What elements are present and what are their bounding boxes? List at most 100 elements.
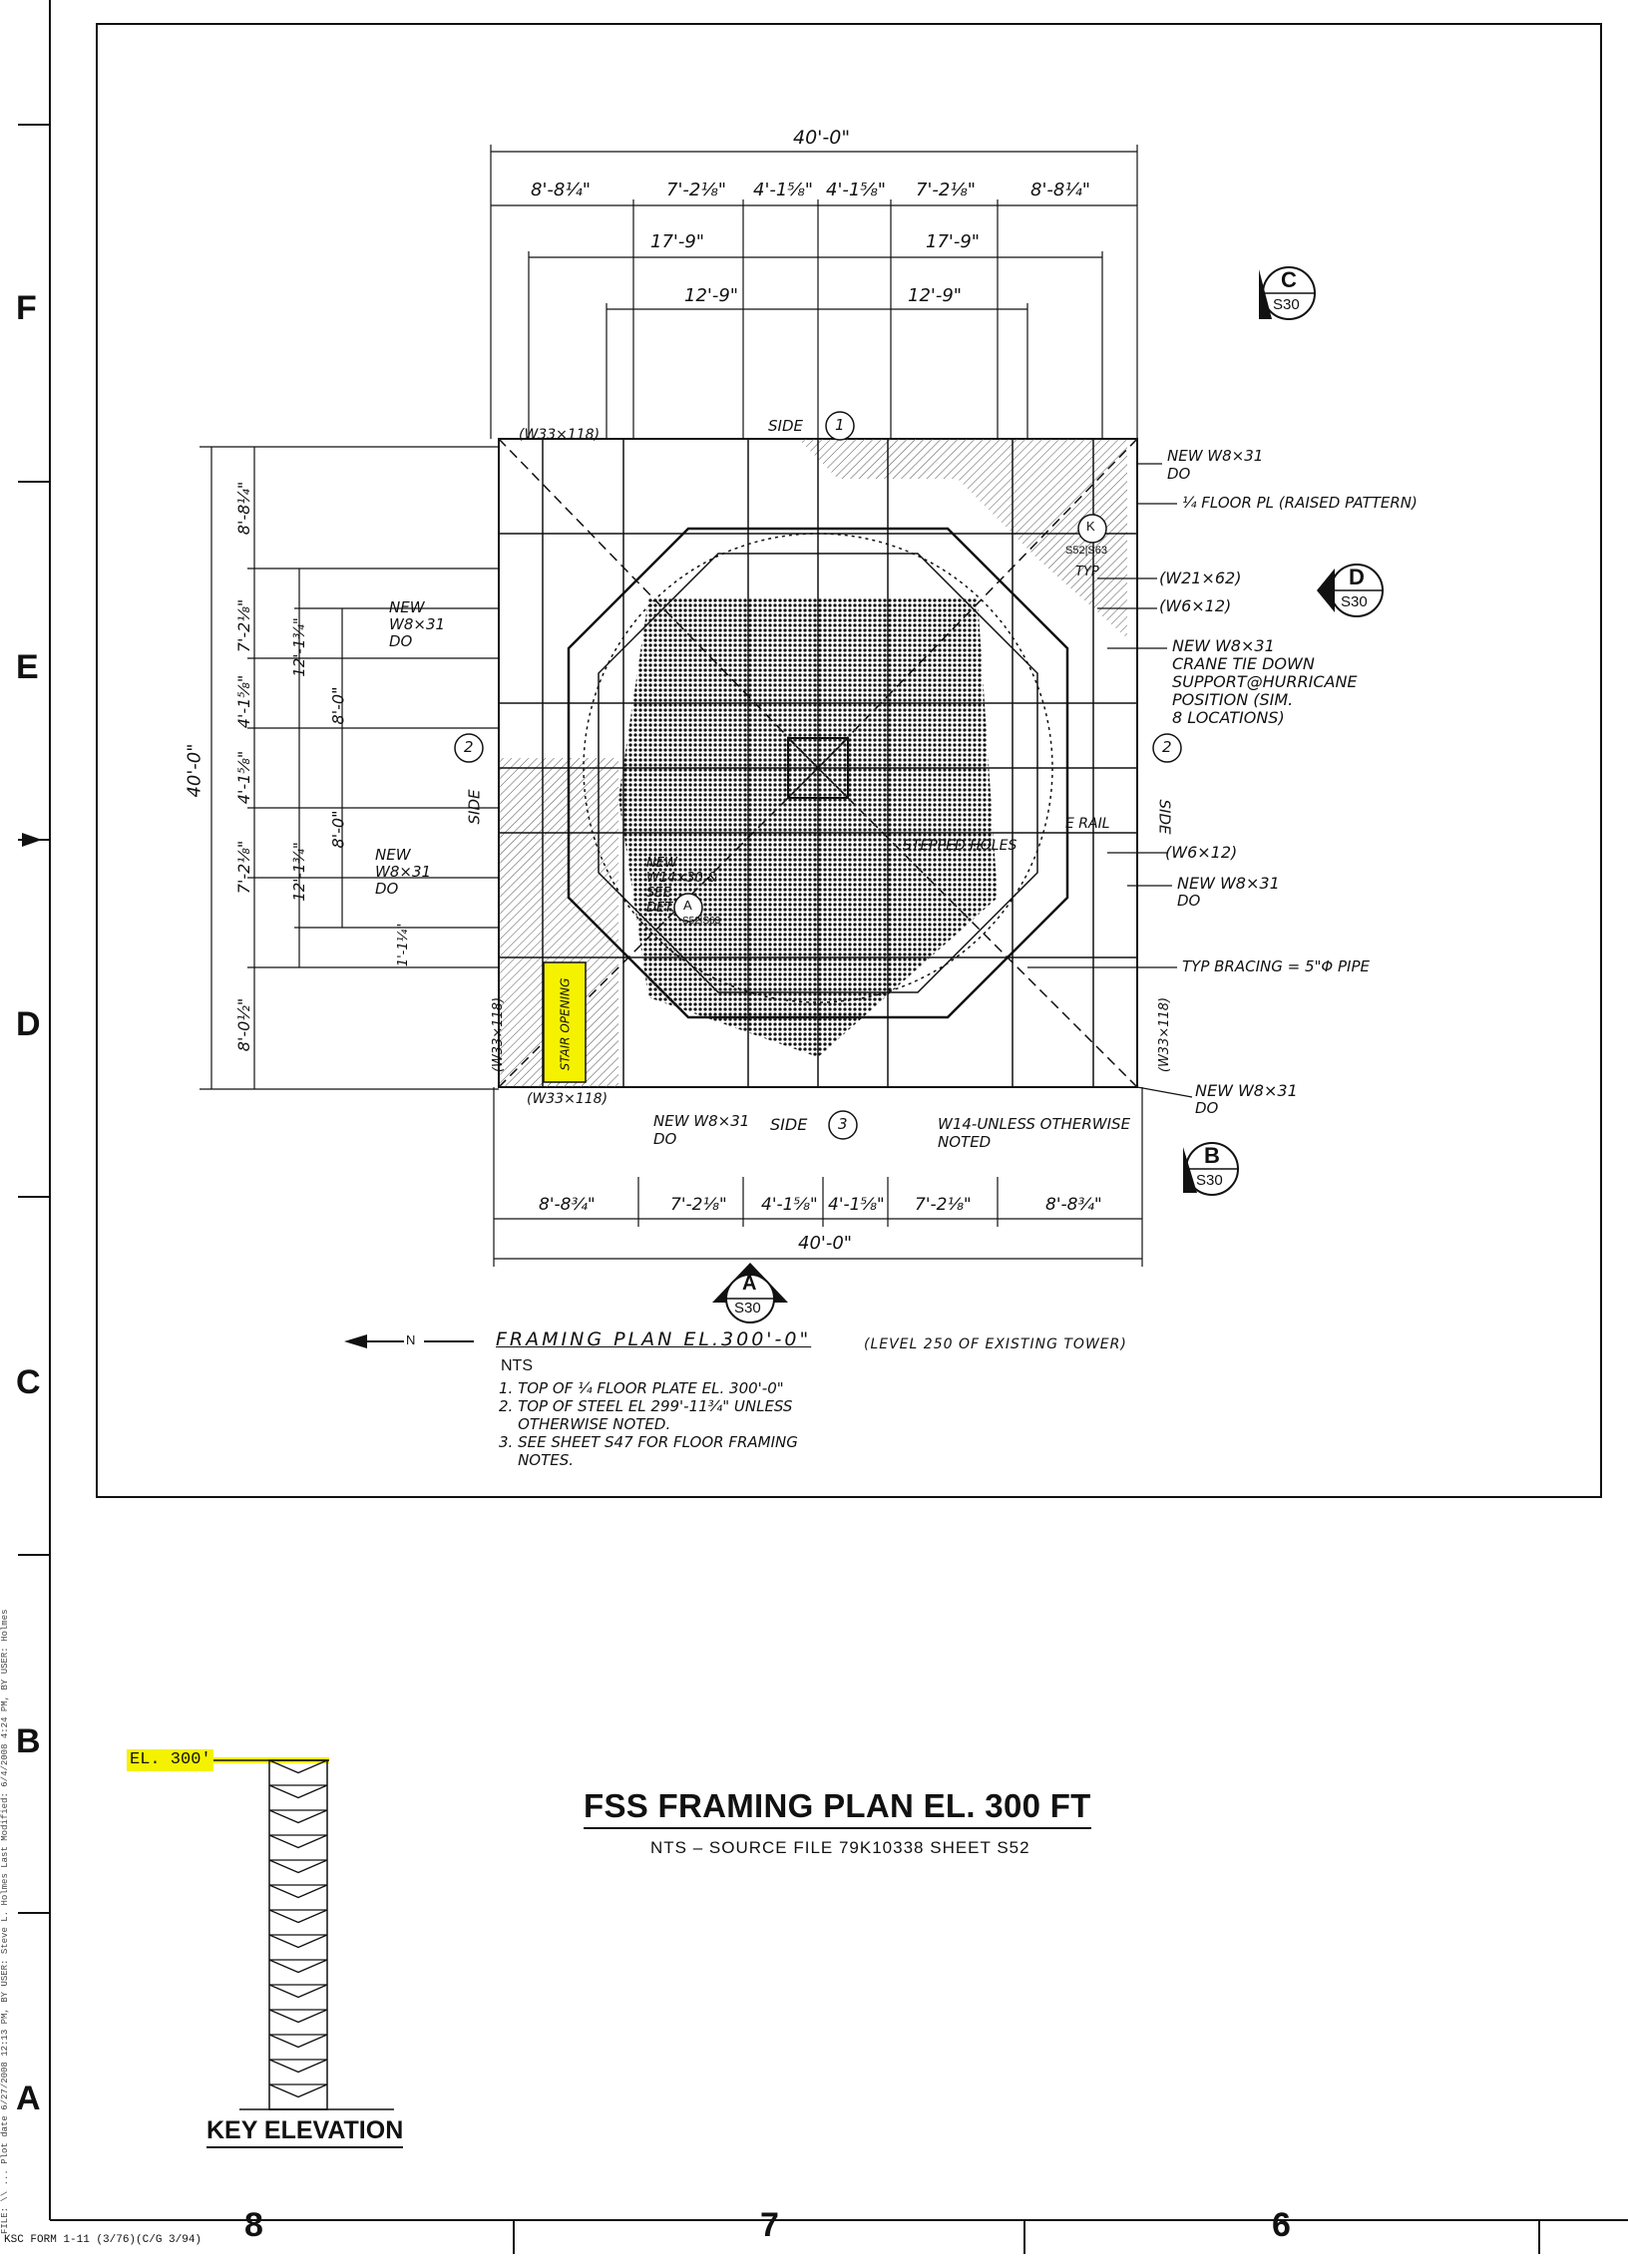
dim-left-seg-3: 4'-1⅝" (234, 674, 254, 729)
side-label-top: SIDE (768, 417, 803, 435)
callout-new-w8-left-1: NEW (389, 598, 425, 616)
dim-left-inner-2: 8'-0" (328, 810, 348, 849)
plan-note-1: 1. TOP OF ¼ FLOOR PLATE EL. 300'-0" (499, 1379, 784, 1397)
tower-brace (268, 2059, 328, 2085)
dim-bottom-seg-1: 8'-8¾" (539, 1195, 596, 1215)
dim-bottom-seg-4: 4'-1⅝" (828, 1195, 885, 1215)
callout-w6x12-right-2: (W6×12) (1165, 843, 1238, 862)
tower-brace (268, 1909, 328, 1936)
callout-crane-1: NEW W8×31 (1172, 636, 1275, 655)
sheet-subtitle: NTS – SOURCE FILE 79K10338 SHEET S52 (650, 1838, 1030, 1857)
dim-top-seg-2: 7'-2⅛" (666, 180, 727, 200)
dim-top-mid-2: 17'-9" (926, 231, 981, 252)
zone-row-c: C (16, 1363, 41, 1401)
zone-row-d: D (16, 1005, 41, 1043)
zone-row-f: F (16, 289, 37, 327)
callout-w33-left: (W33×118) (491, 996, 507, 1073)
callout-crane-5: 8 LOCATIONS) (1172, 708, 1285, 727)
form-number: KSC FORM 1-11 (3/76)(C/G 3/94) (4, 2234, 203, 2246)
tower-brace (268, 1834, 328, 1861)
zone-row-a: A (16, 2079, 41, 2117)
callout-new-w8-bottom: NEW W8×31 (1195, 1081, 1298, 1100)
zone-col-7: 7 (760, 2206, 779, 2244)
callout-k-sheet: S52|S63 (1065, 545, 1108, 557)
dim-bottom-overall: 40'-0" (798, 1233, 853, 1254)
callout-w33-bottom: (W33×118) (527, 1091, 609, 1107)
section-a-sheet: S30 (734, 1300, 761, 1317)
plan-subtitle: (LEVEL 250 OF EXISTING TOWER) (864, 1336, 1127, 1352)
side-number-bottom: 3 (838, 1115, 848, 1133)
tower-brace (268, 2009, 328, 2036)
section-b-sheet: S30 (1196, 1172, 1223, 1189)
tower-brace (268, 1884, 328, 1911)
plan-note-5: NOTES. (499, 1451, 575, 1469)
callout-w6x12-right: (W6×12) (1159, 596, 1232, 615)
tower-brace (268, 1759, 328, 1786)
callout-new-w8-top: NEW W8×31 (1167, 447, 1264, 465)
side-number-top: 1 (835, 416, 845, 434)
centerline-arrow-icon (22, 833, 42, 847)
dim-top-seg-1: 8'-8¼" (531, 180, 592, 200)
callout-do-under: DO (653, 1130, 677, 1148)
tower-brace (268, 1809, 328, 1836)
tower-brace (268, 1959, 328, 1986)
section-d-sheet: S30 (1341, 593, 1368, 610)
callout-new-w8-left-4: NEW (375, 846, 411, 864)
plan-note-2: 2. TOP OF STEEL EL 299'-11¾" UNLESS (499, 1397, 793, 1415)
callout-do-right: DO (1177, 892, 1201, 910)
plan-nts: NTS (501, 1357, 533, 1374)
stair-opening-highlight (543, 961, 587, 1083)
elevation-tag: EL. 300' (127, 1749, 213, 1771)
sheet-title: FSS FRAMING PLAN EL. 300 FT (584, 1787, 1091, 1829)
key-elevation-title: KEY ELEVATION (206, 2116, 404, 2148)
callout-typ-bracing: TYP BRACING = 5"Φ PIPE (1182, 957, 1370, 975)
tower-brace (268, 2034, 328, 2061)
side-label-right: SIDE (1155, 799, 1174, 835)
tower-bracing (268, 1759, 328, 2110)
dim-bottom-seg-2: 7'-2⅛" (670, 1195, 727, 1215)
callout-a-sheet: S52|S63 (682, 916, 721, 927)
dim-top-seg-6: 8'-8¼" (1030, 180, 1091, 200)
zone-row-e: E (16, 648, 39, 686)
dim-top-inner-2: 12'-9" (908, 285, 963, 306)
plan-title: FRAMING PLAN EL.300'-0" (496, 1328, 812, 1350)
tower-brace (268, 1784, 328, 1811)
tower-brace (268, 1859, 328, 1886)
section-a-letter: A (742, 1273, 757, 1295)
dim-bottom-seg-6: 8'-8¾" (1045, 1195, 1102, 1215)
callout-new-w8-left-2: W8×31 (389, 615, 446, 633)
dim-left-seg-1: 8'-8¼" (234, 481, 254, 536)
dim-bottom-seg-5: 7'-2⅛" (915, 1195, 972, 1215)
zone-col-6: 6 (1272, 2206, 1291, 2244)
tower-brace (268, 1934, 328, 1961)
callout-w14-2: NOTED (938, 1133, 992, 1151)
callout-floor-pl: ¼ FLOOR PL (RAISED PATTERN) (1182, 494, 1418, 512)
side-markers (454, 411, 1182, 1140)
callout-new-w8-right: NEW W8×31 (1177, 874, 1280, 893)
callout-a-tag: A (683, 898, 692, 913)
dim-left-seg-4: 4'-1⅝" (234, 750, 254, 805)
dimension-lines (200, 145, 1193, 1267)
section-mark-d (1317, 564, 1384, 617)
callout-do-bottom: DO (1195, 1099, 1219, 1117)
dim-top-inner-1: 12'-9" (684, 285, 739, 306)
section-c-letter: C (1281, 267, 1297, 292)
plan-viewport-frame (96, 23, 1602, 1498)
side-label-left: SIDE (465, 789, 484, 825)
zone-row-b: B (16, 1722, 41, 1760)
side-label-bottom: SIDE (770, 1115, 808, 1134)
dim-left-seg-5: 7'-2⅛" (234, 840, 254, 895)
side-number-left: 2 (464, 738, 474, 756)
callout-stepped-holes: STEPPED HOLES (903, 838, 1018, 854)
callout-k-tag: K (1086, 519, 1095, 534)
dim-left-overall: 40'-0" (184, 743, 205, 798)
dim-top-mid-1: 17'-9" (650, 231, 705, 252)
section-d-letter: D (1349, 565, 1365, 589)
dim-bottom-seg-3: 4'-1⅝" (761, 1195, 818, 1215)
callout-new-w14-4: DET. (646, 901, 675, 916)
section-b-letter: B (1204, 1143, 1220, 1168)
section-mark-c (1259, 266, 1316, 320)
dim-top-seg-4: 4'-1⅝" (826, 180, 887, 200)
zone-ticks (18, 124, 1540, 2254)
